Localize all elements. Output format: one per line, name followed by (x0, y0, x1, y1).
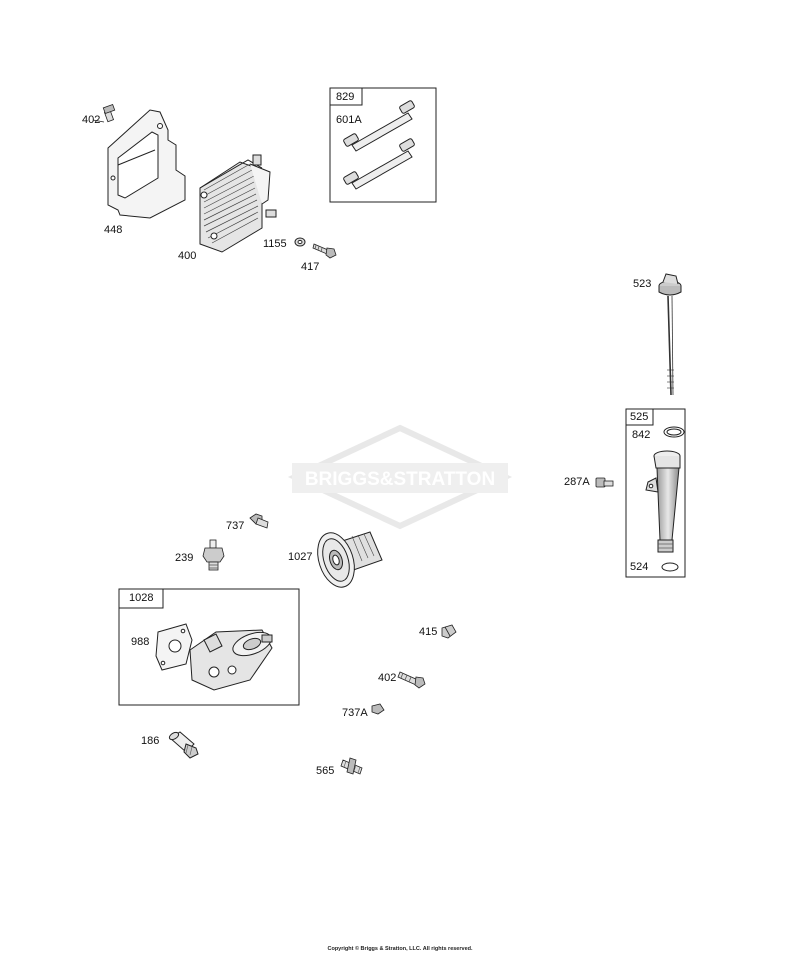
copyright-footer: Copyright © Briggs & Stratton, LLC. All … (327, 946, 473, 952)
label-1027: 1027 (288, 551, 313, 563)
label-1155: 1155 (263, 238, 287, 250)
oil-cooler-400 (199, 154, 277, 253)
label-525: 525 (630, 411, 649, 423)
label-524: 524 (630, 561, 649, 573)
label-737: 737 (226, 520, 245, 532)
kit-box-1028 (118, 588, 300, 706)
dipstick-523 (658, 273, 682, 396)
kit-box-525 (625, 408, 686, 578)
label-1028: 1028 (129, 592, 154, 604)
o-ring-842 (663, 426, 685, 438)
screw-287A (595, 477, 614, 488)
hose-601A (343, 100, 415, 190)
dipstick-tube (645, 450, 681, 553)
switch-239 (202, 539, 225, 571)
label-239: 239 (175, 552, 194, 564)
bolt-737 (249, 513, 269, 529)
label-737A: 737A (342, 707, 368, 719)
bolt-402-top (92, 103, 116, 123)
watermark-logo: BRIGGS&STRATTON (287, 424, 513, 530)
filter-adapter (189, 629, 273, 691)
watermark-text: BRIGGS&STRATTON (305, 469, 495, 490)
washer-1155 (294, 237, 306, 247)
label-842: 842 (632, 429, 651, 441)
label-415: 415 (419, 626, 438, 638)
label-448: 448 (104, 224, 123, 236)
bolt-417 (312, 243, 337, 259)
gasket-988 (155, 623, 193, 671)
plug-415 (441, 624, 457, 639)
label-400: 400 (178, 250, 197, 262)
o-ring-524 (661, 562, 679, 572)
label-829: 829 (336, 91, 355, 103)
label-402-bottom: 402 (378, 672, 397, 684)
label-417: 417 (301, 261, 320, 273)
kit-box-525-tab (625, 408, 654, 426)
fitting-186 (168, 731, 199, 759)
label-523: 523 (633, 278, 652, 290)
bracket-448 (107, 109, 186, 219)
label-402-top: 402 (82, 114, 101, 126)
label-287A: 287A (564, 476, 590, 488)
stud-565 (340, 757, 363, 775)
bolt-402-bottom (397, 671, 426, 689)
kit-box-829-tab (329, 87, 363, 106)
label-565: 565 (316, 765, 335, 777)
label-988: 988 (131, 636, 150, 648)
kit-box-1028-tab (118, 588, 164, 609)
screw-737A (371, 703, 385, 715)
kit-box-829 (329, 87, 437, 203)
label-601A: 601A (336, 114, 362, 126)
label-186: 186 (141, 735, 160, 747)
oil-filter-1027 (317, 531, 383, 588)
